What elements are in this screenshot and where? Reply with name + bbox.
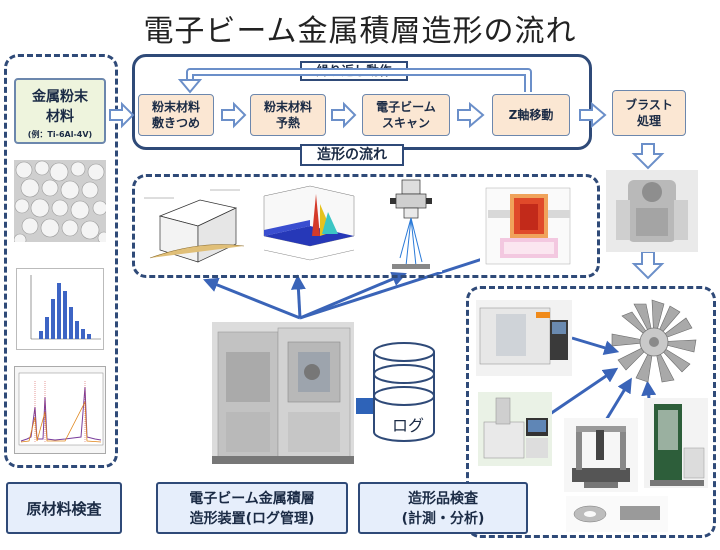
build-chamber-thermal <box>480 182 576 270</box>
metal-powder-line2: 材料 <box>46 109 74 125</box>
impeller-part <box>611 299 697 383</box>
ebm-machine-photo <box>212 322 354 464</box>
blasted-part-photo <box>606 170 698 252</box>
cmm-machine-photo <box>564 418 638 492</box>
arrow-step3-to-step4 <box>457 101 485 129</box>
powder-particles-graphic <box>13 160 111 247</box>
electron-beam-graphic <box>390 179 432 269</box>
ebm-machine-label-line1: 電子ビーム金属積層 <box>189 491 315 507</box>
step-z-axis-move: Z軸移動 <box>492 94 570 136</box>
ebm-machine-graphic <box>212 322 354 464</box>
product-inspection-label: 造形品検査 (計測・分析) <box>358 482 528 534</box>
blasted-part-graphic <box>606 170 698 252</box>
step-blast-line1: ブラスト <box>625 98 673 112</box>
log-label: ログ <box>391 416 424 435</box>
ebm-machine-label: 電子ビーム金属積層 造形装置(ログ管理) <box>156 482 348 534</box>
arrow-step2-to-step3 <box>331 101 357 129</box>
ct-scanner-graphic <box>479 307 568 365</box>
spectrum-graphic <box>18 372 104 446</box>
ebm-machine-label-line2: 造形装置(ログ管理) <box>189 511 315 527</box>
particle-size-histogram <box>16 268 104 350</box>
step-z-axis-move-line1: Z軸移動 <box>508 108 554 122</box>
step-blast-process: ブラスト 処理 <box>612 90 686 136</box>
spectrum-chart <box>14 366 106 454</box>
step-ebeam-scan-line2: スキャン <box>381 116 430 130</box>
arrow-step1-to-step2 <box>221 101 247 129</box>
step-powder-spread-line2: 敷きつめ <box>151 116 200 130</box>
tester-graphic <box>650 404 705 486</box>
loop-back-arrow <box>186 68 532 92</box>
metal-powder-box: 金属粉末 材料 (例：Ti-6Al-4V) <box>14 78 106 144</box>
material-tester-photo <box>644 398 708 488</box>
raw-material-panel <box>4 54 118 468</box>
step-powder-preheat-line2: 予熱 <box>275 116 300 130</box>
simulation-panel <box>132 174 600 278</box>
sem-graphic <box>478 392 552 466</box>
metal-powder-line1: 金属粉末 <box>32 89 88 105</box>
histogram-graphic <box>30 275 101 340</box>
powder-particles-photo <box>13 160 111 247</box>
electron-beam-column <box>380 178 442 272</box>
step-ebeam-scan: 電子ビーム スキャン <box>362 94 450 136</box>
arrow-step4-to-blast <box>579 101 607 129</box>
log-database-stack <box>373 342 435 442</box>
build-flow-label: 造形の流れ <box>300 144 404 166</box>
sample-pieces-photo <box>566 496 668 532</box>
temperature-plot-graphic <box>263 185 355 261</box>
page-title: 電子ビーム金属積層造形の流れ <box>143 14 577 49</box>
step-powder-spread: 粉末材料 敷きつめ <box>138 94 214 136</box>
product-inspection-line1: 造形品検査 <box>408 491 478 507</box>
inspection-panel <box>466 286 716 538</box>
cmm-graphic <box>572 426 630 488</box>
build-chamber-graphic <box>485 187 571 265</box>
powder-spread-graphic <box>144 189 245 263</box>
arrow-blast-down <box>631 143 665 170</box>
raw-material-inspection-text: 原材料検査 <box>26 499 102 518</box>
temperature-3d-plot <box>254 180 360 270</box>
arrow-material-to-step1 <box>109 101 135 129</box>
metal-powder-example: (例：Ti-6Al-4V) <box>27 130 93 139</box>
arrow-blast-photo-down <box>631 251 665 280</box>
powder-spread-diagram <box>140 180 248 270</box>
sample-pieces-graphic <box>573 505 660 523</box>
machine-to-sim-arrows <box>203 249 506 320</box>
step-blast-line2: 処理 <box>636 114 661 128</box>
step-powder-spread-line1: 粉末材料 <box>151 100 200 114</box>
raw-material-inspection-label: 原材料検査 <box>6 482 122 534</box>
step-arrows <box>109 101 665 280</box>
step-powder-preheat-line1: 粉末材料 <box>263 100 312 114</box>
step-ebeam-scan-line1: 電子ビーム <box>376 100 436 114</box>
ct-scanner-photo <box>476 300 572 376</box>
product-inspection-line2: (計測・分析) <box>401 511 485 527</box>
sem-microscope-photo <box>478 392 552 466</box>
step-powder-preheat: 粉末材料 予熱 <box>250 94 326 136</box>
